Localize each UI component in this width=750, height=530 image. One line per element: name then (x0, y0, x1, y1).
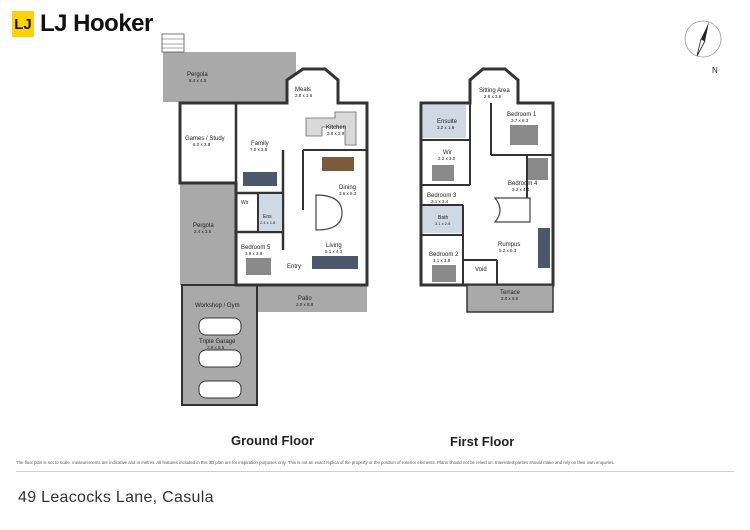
car-3 (198, 380, 242, 399)
pergola-top-area (163, 52, 296, 102)
dims-living: 5.1 x 4.3 (325, 249, 343, 254)
dims-wir-first: 2.2 x 3.0 (438, 156, 456, 161)
terrace-area (467, 285, 553, 312)
ground-floor-title: Ground Floor (231, 433, 315, 448)
dims-family: 7.0 x 3.8 (250, 147, 268, 152)
label-ensuite: Ensuite (437, 119, 458, 125)
logo-mark: LJ (12, 11, 34, 37)
dims-meals: 2.8 x 3.6 (295, 93, 313, 98)
patio-area (257, 285, 367, 312)
ensuite-wet (423, 105, 466, 138)
car-2 (198, 349, 242, 368)
bed3 (432, 165, 454, 181)
dims-ensuite: 3.2 x 1.9 (437, 125, 455, 130)
label-entry: Entry (287, 264, 301, 270)
label-kitchen: Kitchen (326, 125, 346, 131)
ens-wet (259, 194, 282, 231)
dims-sitting: 2.8 x 3.6 (484, 94, 502, 99)
dims-bedroom1: 3.7 x 6.3 (511, 118, 529, 123)
disclaimer-text: The floor plan is not to scale, measurem… (16, 460, 615, 465)
label-wir-first: Wir (443, 150, 452, 156)
dims-bedroom4: 3.2 x 4.4 (512, 187, 530, 192)
dims-garage: 2.9 x 5.5 (207, 345, 225, 350)
label-games: Games / Study (185, 136, 225, 142)
ground-stair (315, 194, 343, 231)
stairs-outside (161, 33, 185, 53)
car-1 (198, 317, 242, 336)
label-pergola-top: Pergola (187, 72, 208, 78)
label-sitting: Sitting Area (479, 88, 510, 94)
ground-floor-plan: Pergola 8.4 x 4.5 Meals 2.8 x 3.6 Games … (161, 33, 369, 406)
label-dining: Dining (339, 185, 356, 191)
footer-divider (16, 471, 734, 472)
label-family: Family (251, 141, 269, 147)
dims-ens: 2.4 x 1.8 (260, 220, 276, 225)
label-bath: Bath (438, 215, 449, 221)
label-meals: Meals (295, 87, 311, 93)
label-void: Void (475, 267, 487, 273)
dims-bedroom5: 3.9 x 3.8 (245, 251, 263, 256)
dims-bath: 3.1 x 2.5 (435, 221, 451, 226)
dims-kitchen: 3.8 x 3.9 (327, 131, 345, 136)
dims-bedroom3: 3.1 x 3.4 (431, 199, 449, 204)
dims-games: 6.0 x 3.8 (193, 142, 211, 147)
label-bedroom2: Bedroom 2 (429, 252, 459, 258)
north-label: N (712, 66, 718, 75)
property-address: 49 Leacocks Lane, Casula (18, 489, 214, 506)
family-sofa (243, 172, 277, 186)
dims-bedroom2: 3.1 x 3.9 (433, 258, 451, 263)
label-wir-ground: Wir (241, 200, 249, 206)
label-patio: Patio (298, 296, 312, 302)
bed5 (246, 258, 271, 275)
dims-pergola-top: 8.4 x 4.5 (189, 78, 207, 83)
compass-icon (684, 20, 722, 58)
first-floor-title: First Floor (450, 434, 515, 449)
dims-dining: 3.6 x 6.3 (339, 191, 357, 196)
dining-table (322, 157, 354, 171)
dims-rumpus: 5.2 x 6.3 (499, 248, 517, 253)
rumpus-sofa (538, 228, 550, 268)
bed2 (432, 265, 456, 282)
kitchen-bench (305, 111, 357, 146)
label-bedroom5: Bedroom 5 (241, 245, 271, 251)
label-pergola-side: Pergola (193, 223, 214, 229)
label-workshop: Workshop / Gym (195, 303, 240, 309)
bed1 (510, 125, 538, 145)
dims-pergola-side: 2.4 x 3.6 (194, 229, 212, 234)
dims-terrace: 2.0 x 6.5 (501, 296, 519, 301)
label-garage: Triple Garage (199, 339, 236, 345)
first-stair (493, 197, 531, 223)
brand-logo: LJ LJ Hooker (12, 10, 153, 38)
label-terrace: Terrace (500, 290, 521, 296)
label-ens: Ens (263, 214, 272, 220)
label-bedroom4: Bedroom 4 (508, 181, 538, 187)
label-living: Living (326, 243, 342, 249)
label-bedroom1: Bedroom 1 (507, 112, 537, 118)
label-bedroom3: Bedroom 3 (427, 193, 457, 199)
bath-wet (423, 205, 463, 233)
living-sofa (312, 256, 358, 269)
label-rumpus: Rumpus (498, 242, 520, 248)
bed4 (528, 158, 548, 180)
pergola-side-area (180, 183, 236, 285)
brand-name: LJ Hooker (40, 10, 153, 37)
first-floor-plan: Sitting Area 2.8 x 3.6 Ensuite 3.2 x 1.9… (419, 67, 555, 313)
dims-patio: 2.0 x 8.8 (296, 302, 314, 307)
